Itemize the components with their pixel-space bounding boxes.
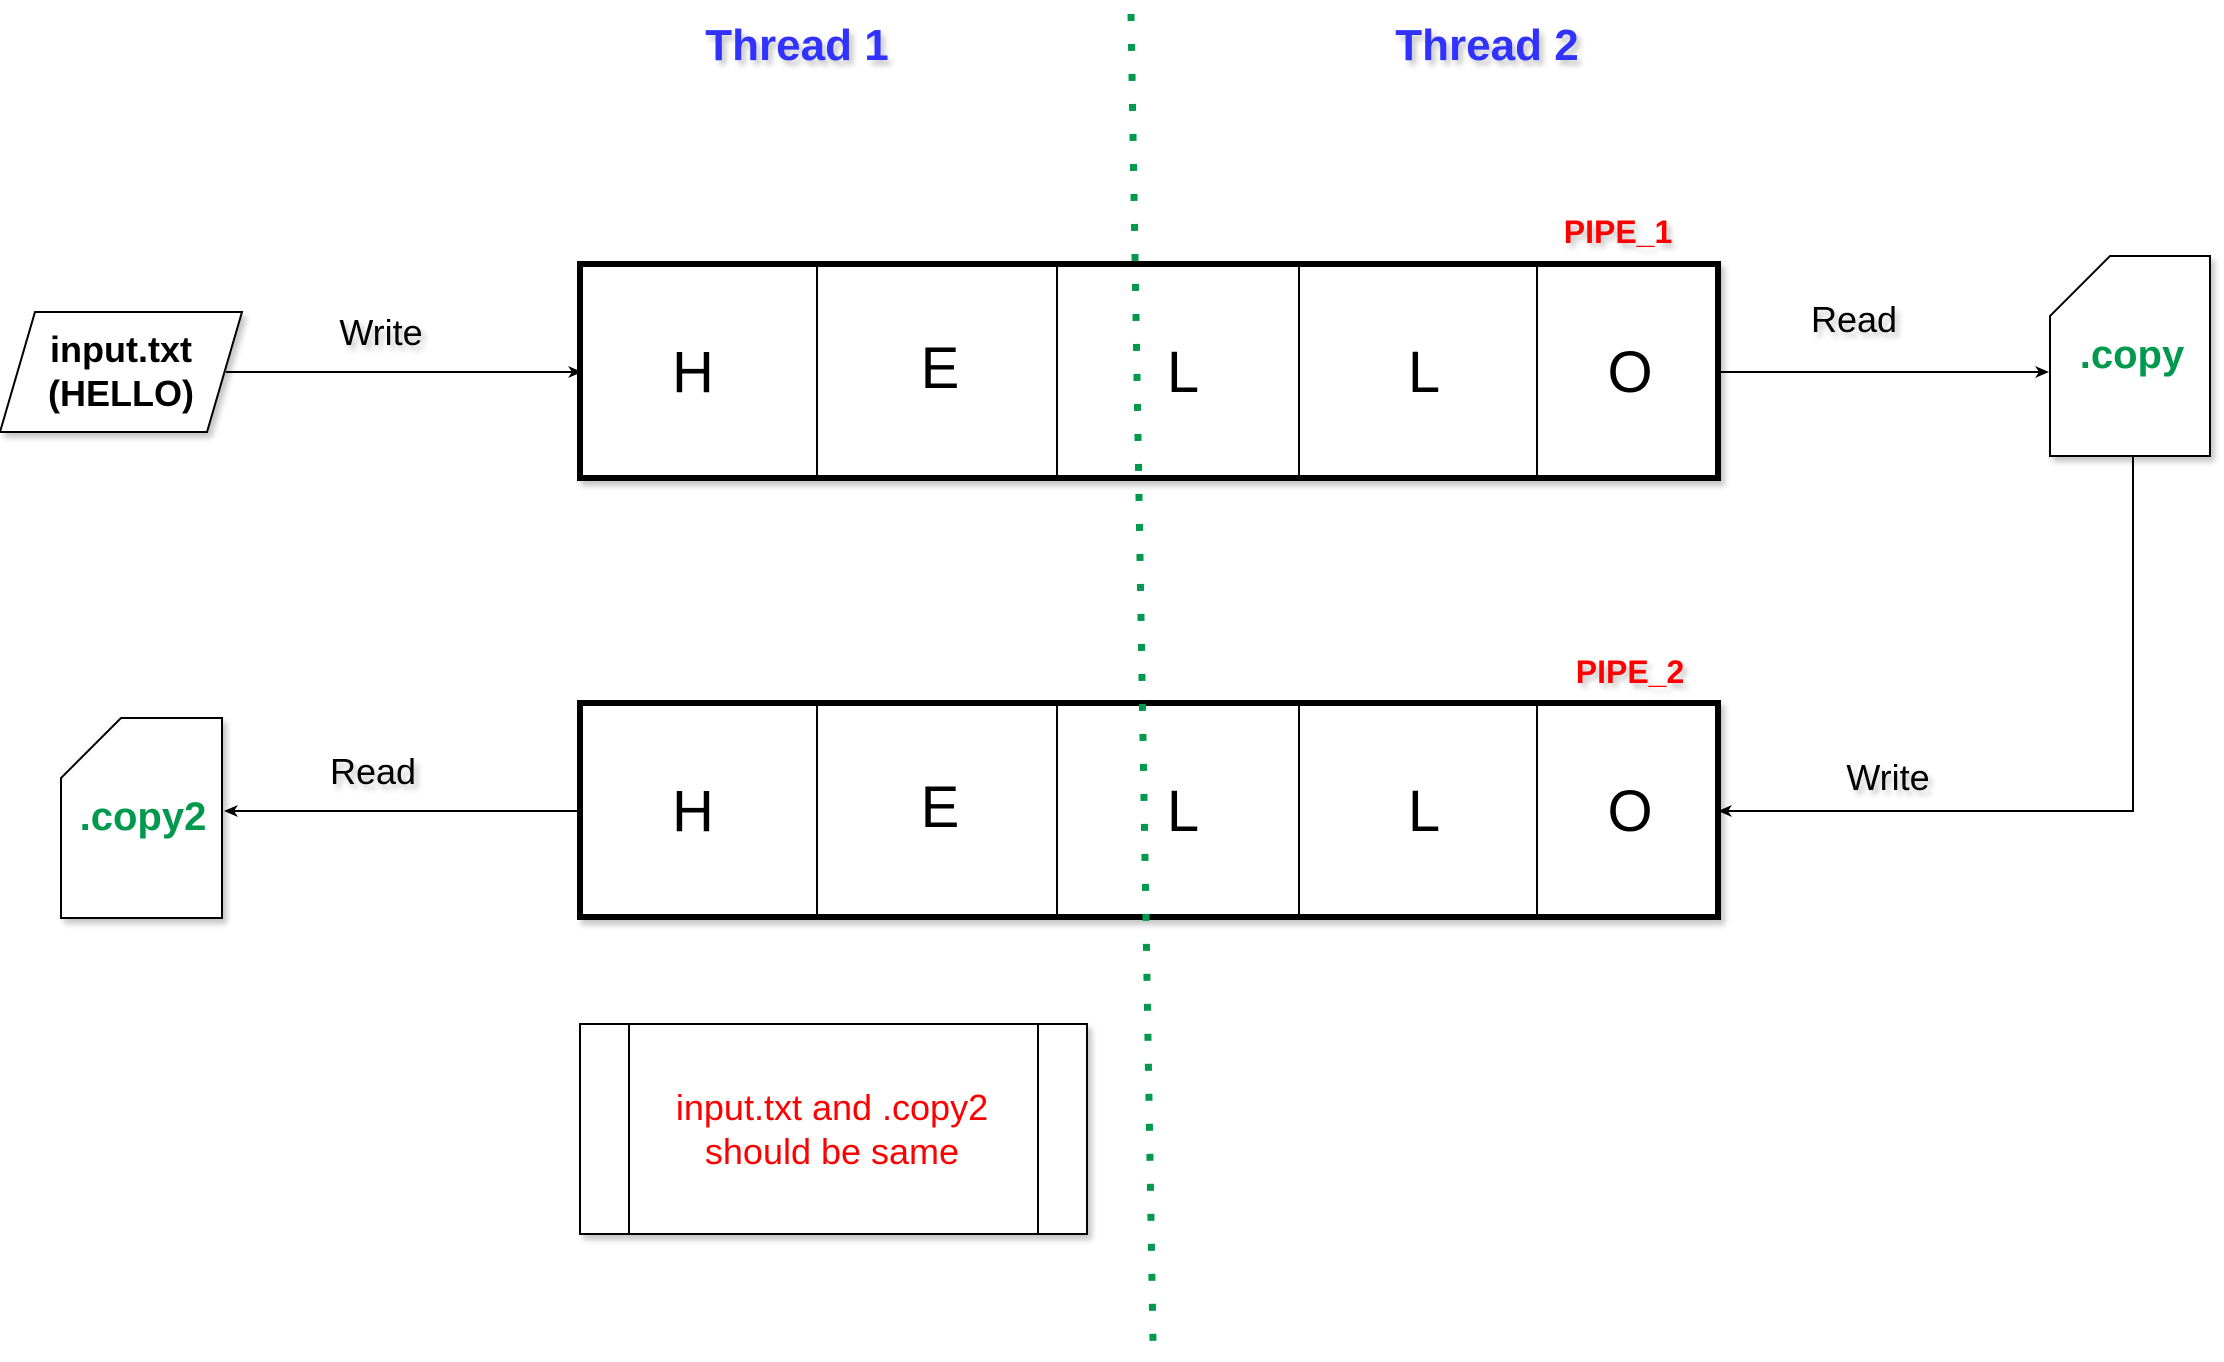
thread-1-title: Thread 1: [705, 21, 888, 70]
thread-divider: [1127, 13, 1157, 1343]
thread-2-title: Thread 2: [1395, 21, 1578, 70]
pipe-1-cell: L: [1408, 340, 1440, 405]
input-file-node: [0, 311, 244, 433]
pipe-1-cell: L: [1167, 340, 1199, 405]
copy2-file-shape: [60, 717, 223, 919]
pipe-2-cell: L: [1408, 779, 1440, 844]
pipe-2-frame: [577, 700, 1721, 920]
note-text-line-1: input.txt and .copy2: [676, 1087, 988, 1128]
copy-file-shape: [2049, 255, 2211, 457]
pipe-1-frame: [577, 261, 1721, 481]
pipe-2-cell: E: [921, 775, 960, 840]
write-edge-copy-to-pipe2: [1718, 456, 2134, 817]
pipe-2-label: PIPE_2: [1576, 654, 1685, 690]
write-edge-label: Write: [339, 312, 422, 353]
copy-file-label: .copy: [2080, 333, 2185, 377]
pipe-1-cell: E: [921, 336, 960, 401]
pipe-2: H E L L O: [577, 700, 1721, 920]
copy-file-node: [2049, 255, 2211, 457]
pipe-2-cell: H: [672, 779, 714, 844]
pipe-1: H E L L O: [577, 261, 1721, 481]
pipe-2-cell: O: [1607, 779, 1652, 844]
copy2-file-node: [60, 717, 223, 919]
read-edge-label: Read: [1811, 299, 1897, 340]
note-text-line-2: should be same: [705, 1131, 959, 1172]
write-back-edge-label: Write: [1846, 757, 1929, 798]
input-file-content: (HELLO): [48, 373, 194, 414]
pipe-1-cell: H: [672, 340, 714, 405]
copy2-file-label: .copy2: [80, 795, 207, 839]
input-file-shape: [0, 311, 244, 433]
note-box: [579, 1023, 1088, 1235]
input-file-name: input.txt: [50, 329, 192, 370]
read-final-edge-label: Read: [330, 751, 416, 792]
note-frame: [579, 1023, 1088, 1235]
pipe-1-cell: O: [1607, 340, 1652, 405]
pipe-1-label: PIPE_1: [1564, 214, 1673, 250]
pipe-2-cell: L: [1167, 779, 1199, 844]
